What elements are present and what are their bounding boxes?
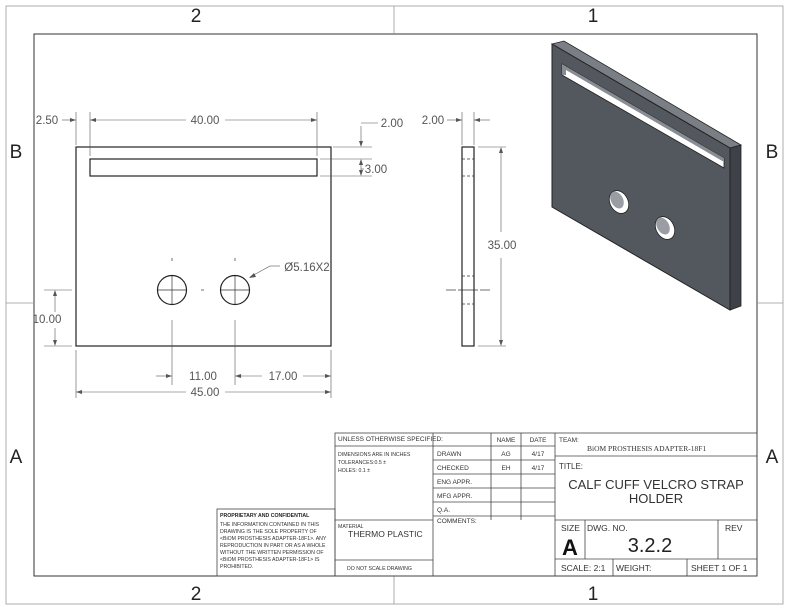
date-column-header: DATE [530,437,548,444]
proprietary-line-6: <BiOM PROSTHESIS ADAPTER-18F1> IS [220,557,320,563]
dimension-label-slot-top: 2.00 [381,118,403,130]
proprietary-line-4: REPRODUCTION IN PART OR AS A WHOLE [220,543,326,549]
team-value: BiOM PROSTHESIS ADAPTER-18F1 [587,444,706,453]
side-view-dimension-lines [447,112,506,347]
iso-hole-left-wall [610,191,624,209]
drawn-date: 4/17 [532,451,545,458]
isometric-view [550,40,743,311]
proprietary-line-5: WITHOUT THE WRITTEN PERMISSION OF [220,550,324,556]
do-not-scale-label: DO NOT SCALE DRAWING [347,566,412,572]
title-block: UNLESS OTHERWISE SPECIFIED: DIMENSIONS A… [216,432,758,577]
proprietary-line-7: PROHIBITED. [220,564,253,570]
dimension-label-hole-callout: Ø5.16X2 [284,262,329,274]
drawn-name: AG [501,451,510,458]
scale-label: SCALE: 2:1 [561,563,606,573]
dwg-no-value: 3.2.2 [628,535,672,557]
name-column-header: NAME [497,437,516,444]
front-view-arrowheads [53,118,363,394]
drawing-title-line1: CALF CUFF VELCRO STRAP [568,477,744,492]
proprietary-line-3: <BiOM PROSTHESIS ADAPTER-18F1>. ANY [220,536,327,542]
zone-label-left-a: A [10,447,23,468]
zone-label-left-b: B [10,142,23,163]
dimension-label-slot-length: 40.00 [191,115,220,127]
front-view: 2.50 40.00 2.00 3.00 Ø5.16X2 10.00 11.00… [33,112,403,399]
proprietary-line-2: DRAWING IS THE SOLE PROPERTY OF [220,529,317,535]
size-value: A [562,535,578,560]
side-view: 2.00 35.00 [422,112,517,347]
front-view-slot [89,158,318,177]
dimension-label-hole-spacing: 11.00 [189,371,217,383]
team-label: TEAM: [559,437,579,444]
proprietary-title: PROPRIETARY AND CONFIDENTIAL [220,513,310,519]
iso-front-face [551,43,731,311]
front-view-hole-left [156,274,188,306]
tolerances-label: TOLERANCES:0.5 ± [338,460,386,466]
checked-label: CHECKED [437,465,469,472]
outer-frame [5,5,784,605]
mfg-appr-label: MFG APPR. [437,493,473,500]
front-view-hole-right [219,274,251,306]
dimension-label-thickness: 2.00 [422,115,444,127]
holes-tolerance-label: HOLES: 0.1 ± [338,468,370,474]
dimension-label-hole-height: 10.00 [33,314,62,326]
eng-appr-label: ENG APPR. [437,479,472,486]
iso-slot-inner [562,64,724,162]
dimension-label-side-height: 35.00 [488,240,517,252]
dwg-no-label: DWG. NO. [587,523,628,533]
checked-name: EH [501,465,510,472]
title-block-grid [216,432,758,577]
proprietary-line-1: THE INFORMATION CONTAINED IN THIS [220,522,320,528]
front-view-outline [75,146,332,347]
weight-label: WEIGHT: [616,563,651,573]
dimension-label-left-margin: 2.50 [36,115,58,127]
hole-center-marks [158,258,249,304]
zone-label-bottom-1: 1 [588,584,599,605]
checked-date: 4/17 [532,465,545,472]
unless-specified-label: UNLESS OTHERWISE SPECIFIED: [338,436,443,443]
drawn-label: DRAWN [437,451,462,458]
title-label: TITLE: [559,462,583,471]
dimension-label-hole-right: 17.00 [269,371,298,383]
comments-label: COMMENTS: [437,518,477,525]
qa-label: Q.A. [437,507,450,514]
size-label: SIZE [561,523,580,533]
zone-label-right-b: B [766,142,779,163]
side-view-arrowheads [456,118,503,346]
sheet-label: SHEET 1 OF 1 [691,563,748,573]
zone-label-right-a: A [766,447,779,468]
iso-hole-right-wall [656,217,670,235]
side-view-outline [461,146,475,347]
front-view-dimension-lines [44,112,378,398]
drawing-title-line2: HOLDER [629,491,683,506]
iso-side-face [729,144,742,311]
side-view-hidden-lines [462,158,474,305]
material-value: THERMO PLASTIC [348,529,423,539]
zone-label-top-1: 1 [588,6,599,27]
rev-label: REV [725,523,743,533]
zone-label-bottom-2: 2 [191,584,202,605]
zone-label-top-2: 2 [191,6,202,27]
dims-in-inches-label: DIMENSIONS ARE IN INCHES [338,452,411,458]
material-label: MATERIAL [338,524,364,530]
dimension-label-overall-width: 45.00 [191,387,220,399]
dimension-label-slot-height: 3.00 [365,164,387,176]
